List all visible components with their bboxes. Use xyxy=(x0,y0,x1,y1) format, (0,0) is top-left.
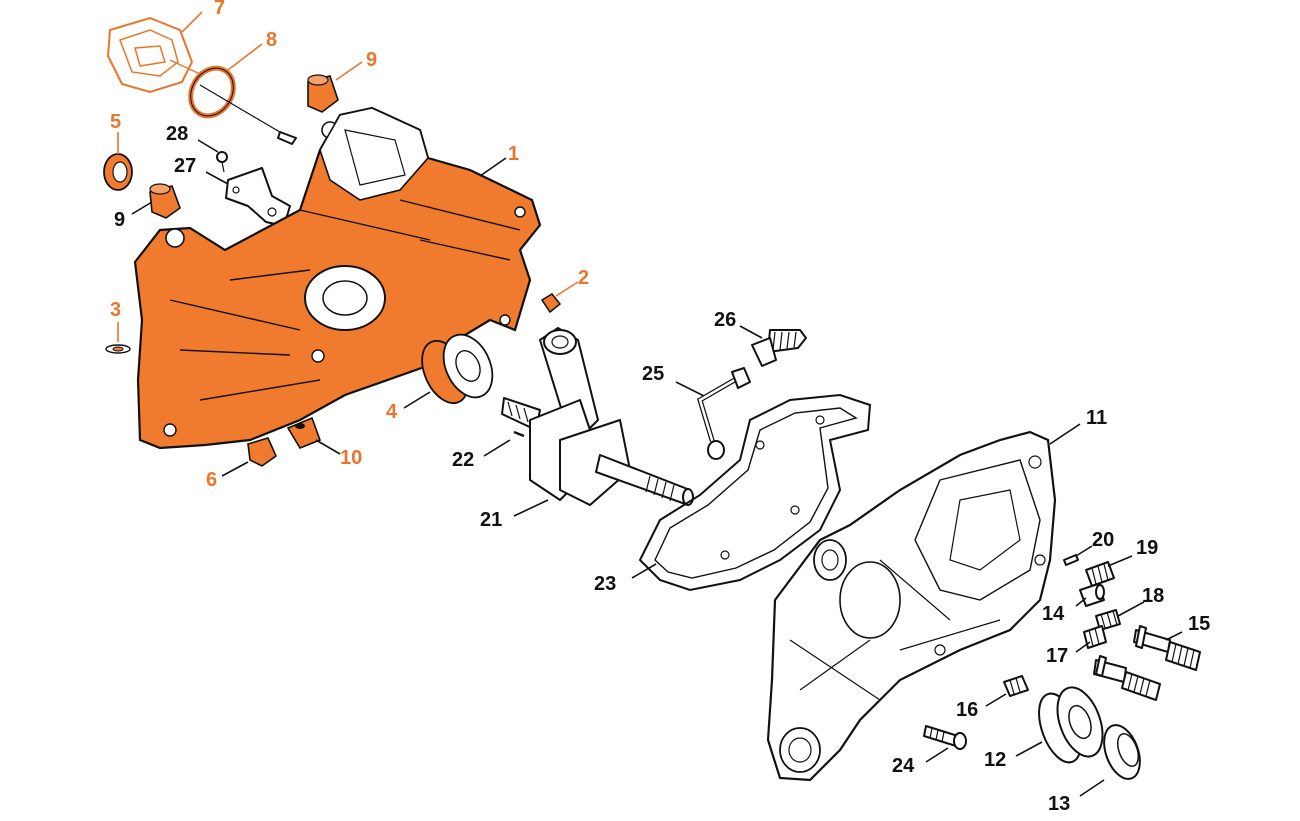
callout-21: 21 xyxy=(480,509,502,531)
callout-1: 1 xyxy=(508,143,519,165)
part-14-plug[interactable] xyxy=(1079,583,1105,607)
callout-26: 26 xyxy=(714,309,736,331)
part-13-oil-seal[interactable] xyxy=(1097,720,1146,784)
leader-25 xyxy=(675,381,705,397)
callout-9-left: 9 xyxy=(114,209,125,231)
leader-27 xyxy=(205,171,229,185)
part-11-crankcase-right[interactable] xyxy=(766,430,1057,782)
leader-24 xyxy=(925,747,949,763)
part-19-spring[interactable] xyxy=(1085,561,1115,587)
callout-20: 20 xyxy=(1092,529,1114,551)
assembly-line xyxy=(199,84,291,139)
part-6-buffer[interactable] xyxy=(247,437,277,467)
leader-11 xyxy=(1049,423,1081,445)
callout-6: 6 xyxy=(206,469,217,491)
leader-18 xyxy=(1117,601,1145,617)
callout-3: 3 xyxy=(110,299,121,321)
callout-5: 5 xyxy=(110,111,121,133)
leader-10 xyxy=(315,439,341,455)
leader-4 xyxy=(403,391,431,409)
part-3-clip[interactable] xyxy=(105,344,131,354)
leader-1 xyxy=(479,157,507,177)
leader-26 xyxy=(739,325,763,339)
part-7-oil-pump[interactable] xyxy=(106,16,201,94)
part-1-crankcase-left[interactable] xyxy=(133,106,542,450)
callout-17: 17 xyxy=(1046,645,1068,667)
leader-15 xyxy=(1165,631,1183,641)
part-4-ball-bearing[interactable] xyxy=(413,327,502,411)
callout-7: 7 xyxy=(214,0,225,19)
leader-12 xyxy=(1015,741,1043,757)
leader-28 xyxy=(197,139,219,153)
part-23-gasket[interactable] xyxy=(638,393,872,592)
callout-27: 27 xyxy=(174,155,196,177)
part-24-screw[interactable] xyxy=(923,725,967,750)
part-26-fitting[interactable] xyxy=(751,329,807,367)
part-15-screw-lower[interactable] xyxy=(1093,655,1161,701)
part-10-stop[interactable] xyxy=(286,416,322,449)
callout-2: 2 xyxy=(578,267,589,289)
part-28-screw-tip[interactable] xyxy=(277,131,297,145)
callout-19: 19 xyxy=(1136,537,1158,559)
part-28-screw[interactable] xyxy=(216,151,228,173)
part-9-buffer-top[interactable] xyxy=(307,74,339,113)
leader-16 xyxy=(985,693,1007,707)
part-20-screw[interactable] xyxy=(1063,554,1079,566)
callout-4: 4 xyxy=(386,401,398,423)
part-2-sleeve[interactable] xyxy=(540,293,562,314)
callout-23: 23 xyxy=(594,573,616,595)
leader-13 xyxy=(1079,779,1105,797)
callout-13: 13 xyxy=(1048,793,1070,815)
callout-8: 8 xyxy=(266,29,277,51)
part-15-screw-upper[interactable] xyxy=(1133,625,1201,671)
part-25-oil-pipe[interactable] xyxy=(697,367,751,460)
leader-14 xyxy=(1075,597,1087,607)
callout-14: 14 xyxy=(1042,603,1065,625)
callout-11: 11 xyxy=(1086,407,1107,429)
callout-9-top: 9 xyxy=(366,49,377,71)
part-5-oil-seal[interactable] xyxy=(103,153,133,191)
part-21-crankshaft[interactable] xyxy=(501,327,694,506)
leader-23 xyxy=(631,563,657,579)
part-16-spring[interactable] xyxy=(1003,675,1029,697)
callout-12: 12 xyxy=(984,749,1006,771)
leader-17 xyxy=(1075,641,1091,653)
leader-8 xyxy=(227,43,263,71)
leader-9-top xyxy=(335,61,363,81)
callout-15: 15 xyxy=(1188,613,1210,635)
leader-20 xyxy=(1075,545,1093,557)
part-12-ball-bearing[interactable] xyxy=(1031,681,1111,768)
leader-6 xyxy=(221,461,249,477)
part-22-pin[interactable] xyxy=(513,430,525,438)
callout-24: 24 xyxy=(892,755,915,777)
part-9-buffer-left[interactable] xyxy=(149,183,181,219)
part-27-bracket[interactable] xyxy=(225,167,291,227)
leader-9-left xyxy=(131,201,153,215)
leader-21 xyxy=(513,499,549,517)
callout-18: 18 xyxy=(1142,585,1164,607)
leader-19 xyxy=(1107,555,1133,567)
leader-22 xyxy=(483,439,511,457)
leader-2 xyxy=(555,281,579,297)
callout-25: 25 xyxy=(642,363,664,385)
callout-10: 10 xyxy=(340,447,362,469)
leader-7 xyxy=(181,11,203,33)
callout-22: 22 xyxy=(452,449,474,471)
callout-28: 28 xyxy=(166,123,188,145)
callout-16: 16 xyxy=(956,699,978,721)
